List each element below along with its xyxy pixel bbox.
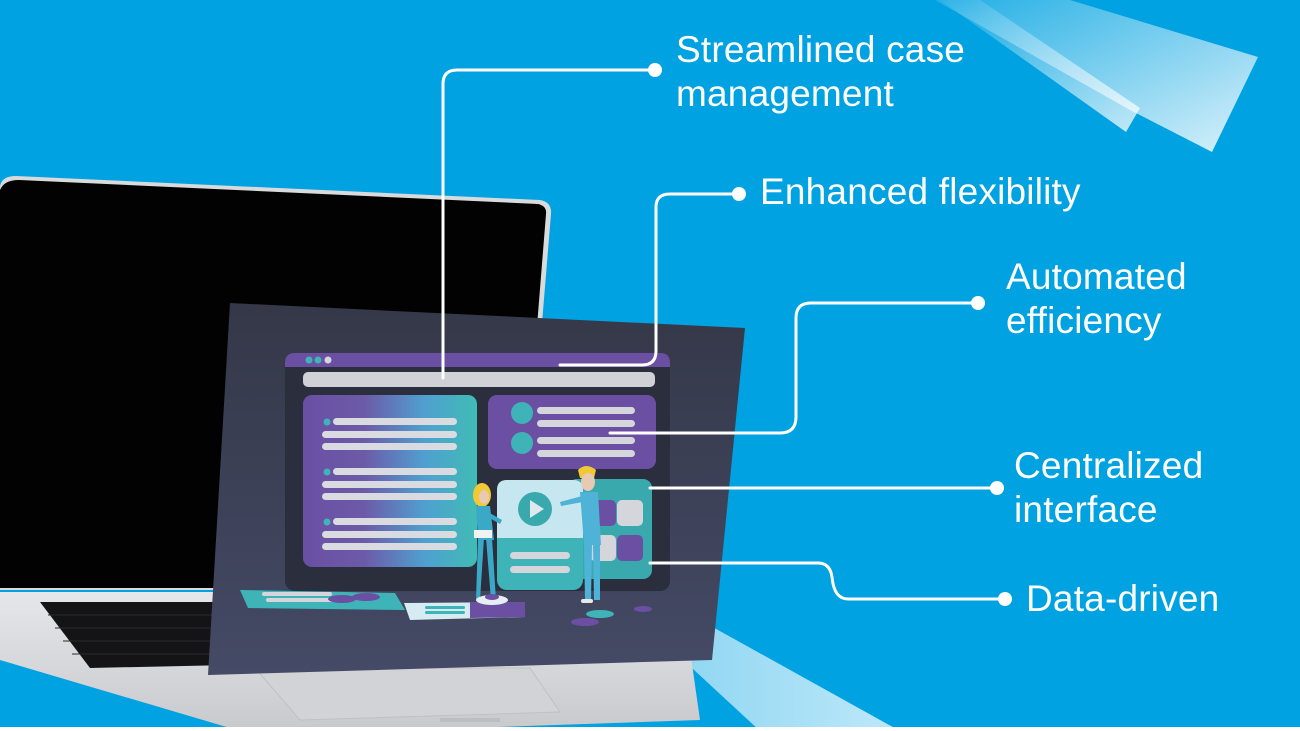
callout-streamlined-case-management: Streamlined case management [676, 29, 966, 114]
decorative-streaks [935, 0, 1258, 152]
connectors [441, 68, 1006, 601]
play-icon [530, 500, 544, 518]
streak-narrow [940, 0, 1140, 132]
content-panel-lines [322, 418, 457, 550]
platform-left-button-2 [352, 593, 380, 601]
laptop-keyboard [40, 602, 230, 668]
window-dot-1 [305, 356, 313, 364]
window-dot-2 [314, 356, 322, 364]
profile-card-lines [537, 407, 635, 457]
callout-centralized-interface: Centralized interface [1014, 445, 1204, 530]
callout-data-driven: Data-driven [1026, 578, 1220, 619]
floating-disc-2 [586, 610, 614, 618]
connector-dot-centralized [990, 481, 1004, 495]
avatar-1 [511, 402, 533, 424]
connector-streamlined [441, 68, 656, 380]
connector-data-driven [648, 561, 1006, 601]
video-card-line-1 [510, 552, 570, 559]
floating-disc-3 [634, 606, 652, 612]
pedestal-top [485, 594, 499, 600]
window-dot-3 [324, 356, 332, 364]
platform-center-line-1 [425, 606, 465, 609]
connector-dot-flexibility [732, 187, 746, 201]
floating-disc-1 [571, 618, 599, 626]
connector-dots [648, 63, 1012, 606]
grid-tile-2 [617, 500, 643, 526]
platform-left-button-1 [328, 595, 356, 603]
address-bar [303, 372, 655, 387]
keyboard-keys [48, 614, 228, 655]
connector-flexibility [558, 192, 740, 367]
callout-enhanced-flexibility: Enhanced flexibility [760, 171, 1081, 212]
platform-center-line-2 [425, 611, 465, 614]
illustration [208, 303, 745, 675]
connector-dot-automated [971, 296, 985, 310]
connector-dot-streamlined [648, 63, 662, 77]
platform-center-purple [470, 602, 525, 618]
callout-automated-efficiency: Automated efficiency [1006, 256, 1187, 341]
bottom-strip [0, 727, 1300, 731]
laptop-notch [440, 718, 500, 722]
platform-left-lines [262, 592, 336, 602]
man-figure [560, 466, 601, 603]
connector-dot-data-driven [998, 592, 1012, 606]
avatar-2 [511, 432, 533, 454]
woman-figure [473, 483, 502, 600]
connector-automated [608, 301, 980, 435]
grid-tile-4 [617, 535, 643, 561]
laptop-trackpad [253, 667, 561, 721]
video-card-line-2 [510, 566, 570, 573]
